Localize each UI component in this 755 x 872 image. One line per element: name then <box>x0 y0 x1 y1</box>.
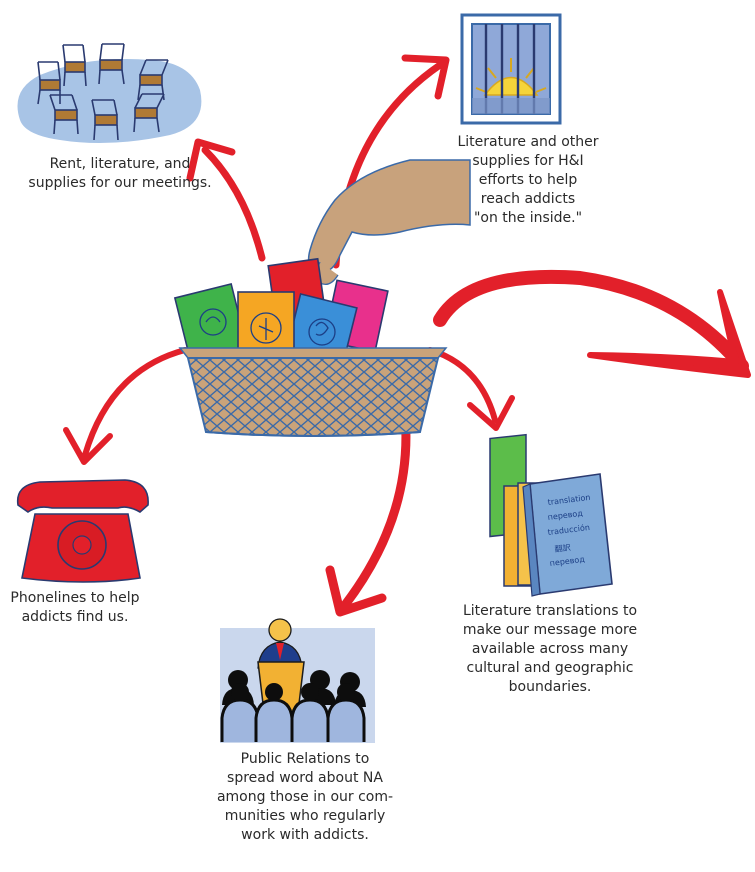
book-text-line: 翻訳 <box>554 542 571 554</box>
caption-pr: Public Relations to spread word about NA… <box>195 750 415 845</box>
caption-line: work with addicts. <box>241 827 369 843</box>
caption-line: Literature and other <box>457 134 599 150</box>
caption-line: cultural and geographic <box>466 660 634 676</box>
arrow-to-phone <box>63 347 188 465</box>
caption-line: boundaries. <box>508 679 592 695</box>
caption-line: Rent, literature, and <box>49 156 191 172</box>
book-text-line: перевод <box>547 509 584 522</box>
caption-line: available across many <box>471 641 629 657</box>
caption-line: spread word about NA <box>227 770 383 786</box>
money-basket-icon <box>173 257 448 437</box>
caption-line: among those in our com- <box>216 789 394 805</box>
caption-line: "on the inside." <box>473 210 583 226</box>
caption-line: addicts find us. <box>21 609 129 625</box>
caption-hi: Literature and other supplies for H&I ef… <box>428 133 628 228</box>
telephone-icon <box>16 479 149 583</box>
caption-phone: Phonelines to help addicts find us. <box>0 589 150 627</box>
books-icon: translation перевод traducción 翻訳 перево… <box>489 433 613 597</box>
caption-line: munities who regularly <box>224 808 386 824</box>
caption-line: supplies for H&I <box>472 153 584 169</box>
speaker-podium-icon <box>220 618 375 743</box>
caption-line: efforts to help <box>478 172 578 188</box>
book-text-line: перевод <box>549 555 586 568</box>
arrow-to-translations <box>427 347 515 431</box>
caption-translations: Literature translations to make our mess… <box>435 602 665 697</box>
caption-line: Literature translations to <box>462 603 638 619</box>
caption-line: make our message more <box>462 622 638 638</box>
caption-line: reach addicts <box>480 191 576 207</box>
meeting-chairs-icon <box>17 43 202 144</box>
caption-rent: Rent, literature, and supplies for our m… <box>0 155 240 193</box>
arrow-big-right <box>433 269 751 378</box>
arrow-to-rent <box>186 138 266 262</box>
prison-window-icon <box>460 13 562 125</box>
caption-line: Public Relations to <box>240 751 370 767</box>
caption-line: Phonelines to help <box>10 590 140 606</box>
caption-line: supplies for our meetings. <box>28 175 212 191</box>
